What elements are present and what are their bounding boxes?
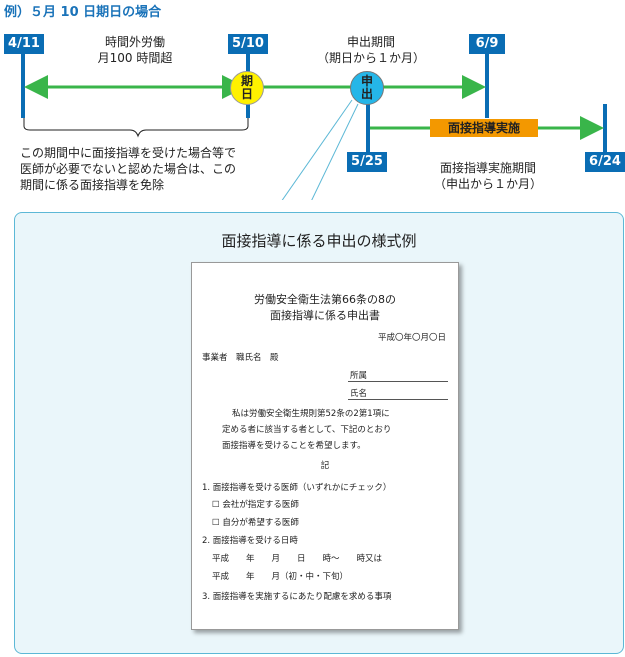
form-item2-line2: 平成 年 月（初・中・下旬）	[212, 572, 349, 582]
form-name: 氏名	[350, 389, 368, 399]
affiliation-underline	[348, 381, 448, 382]
form-heading-2: 面接指導に係る申出書	[270, 309, 380, 322]
form-body-line1: 私は労働安全衛生規則第52条の2第1項に	[232, 409, 390, 419]
date-label-5-10: 5/10	[228, 34, 268, 54]
name-underline	[348, 399, 448, 400]
form-ki: 記	[320, 461, 330, 471]
interview-period-label-line2: （申出から１か月）	[433, 177, 542, 191]
exemption-note-line1: この期間中に面接指導を受けた場合等で	[20, 146, 237, 160]
exemption-note: この期間中に面接指導を受けた場合等で 医師が必要でないと認めた場合は、この 期間…	[20, 145, 236, 193]
form-addressee: 事業者 職氏名 殿	[202, 353, 279, 363]
request-form-paper: 労働安全衛生法第66条の8の 面接指導に係る申出書 平成〇年〇月〇日 事業者 職…	[191, 262, 459, 630]
date-label-6-9: 6/9	[469, 34, 505, 54]
panel-title: 面接指導に係る申出の様式例	[221, 232, 417, 250]
form-body-line3: 面接指導を受けることを希望します。	[222, 441, 366, 451]
overtime-label: 時間外労働 月100 時間超	[70, 34, 200, 66]
form-item1-opt2[interactable]: ☐ 自分が希望する医師	[212, 518, 299, 528]
request-period-label-line2: （期日から１か月）	[316, 51, 425, 65]
overtime-label-line1: 時間外労働	[104, 35, 165, 49]
date-label-4-11: 4/11	[4, 34, 44, 54]
form-item1-opt1[interactable]: ☐ 会社が指定する医師	[212, 500, 299, 510]
interview-period-label-line1: 面接指導実施期間	[439, 161, 536, 175]
request-period-label-line1: 申出期間	[346, 35, 395, 49]
deadline-marker-char2: 日	[240, 87, 253, 101]
interview-period-label: 面接指導実施期間 （申出から１か月）	[418, 160, 558, 192]
exemption-note-line3: 期間に係る面接指導を免除	[20, 178, 165, 192]
request-period-label: 申出期間 （期日から１か月）	[296, 34, 446, 66]
overtime-label-line2: 月100 時間超	[97, 51, 173, 65]
date-label-6-24: 6/24	[585, 152, 625, 172]
form-affiliation: 所属	[350, 371, 368, 381]
interview-badge: 面接指導実施	[430, 119, 538, 137]
exemption-note-line2: 医師が必要でないと認めた場合は、この	[20, 162, 237, 176]
deadline-marker-char1: 期	[240, 74, 253, 88]
page-title: 例）５月 10 日期日の場合	[4, 5, 162, 20]
line-5-25	[366, 100, 370, 152]
request-marker: 申 出	[350, 71, 384, 105]
date-label-5-25: 5/25	[347, 152, 387, 172]
form-item3: 3. 面接指導を実施するにあたり配慮を求める事項	[202, 592, 392, 602]
form-date-line: 平成〇年〇月〇日	[377, 333, 446, 343]
line-6-9	[485, 52, 489, 118]
form-item2-line1: 平成 年 月 日 時～ 時又は	[212, 554, 383, 564]
request-marker-char2: 出	[360, 87, 373, 101]
line-4-11	[21, 52, 25, 118]
form-item2: 2. 面接指導を受ける日時	[202, 536, 298, 546]
form-item1: 1. 面接指導を受ける医師（いずれかにチェック）	[202, 483, 392, 493]
form-body-line2: 定める者に該当する者として、下記のとおり	[222, 425, 392, 435]
request-marker-char1: 申	[360, 74, 373, 88]
exemption-brace	[23, 118, 249, 138]
form-heading-1: 労働安全衛生法第66条の8の	[254, 293, 396, 306]
line-6-24	[603, 104, 607, 152]
deadline-marker: 期 日	[230, 71, 264, 105]
